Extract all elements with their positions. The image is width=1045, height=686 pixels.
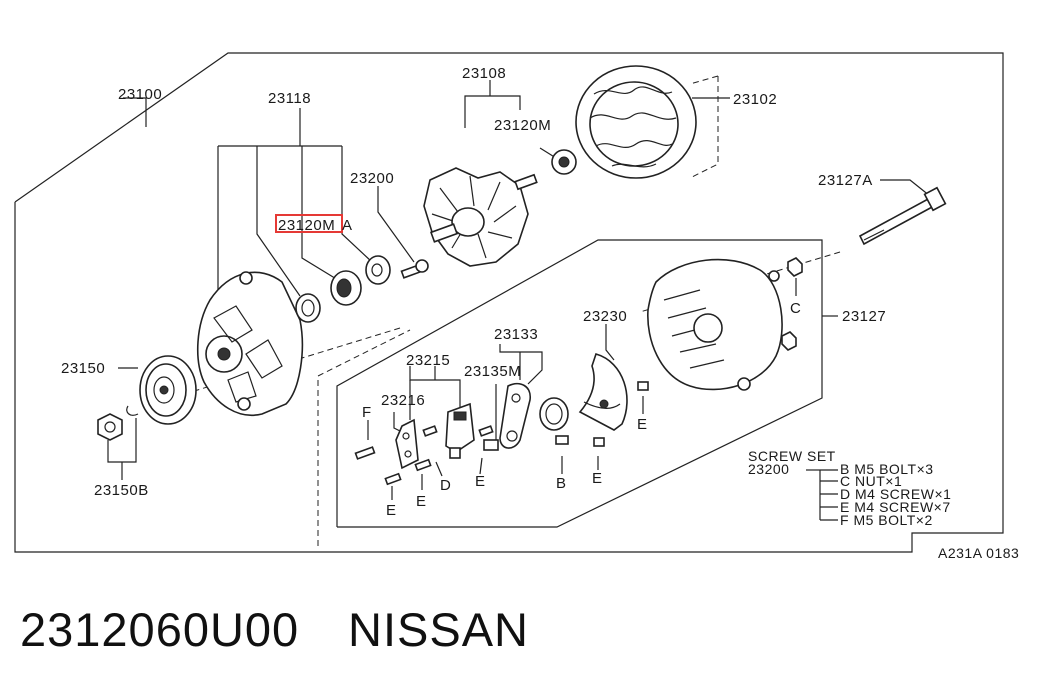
diagram-code: A231A 0183	[938, 545, 1019, 561]
label-23230: 23230	[583, 308, 627, 325]
label-f: F	[362, 404, 372, 421]
brush-holder	[395, 418, 419, 470]
leader-lines	[107, 80, 931, 521]
through-bolt	[858, 186, 947, 246]
label-e-2: E	[386, 502, 397, 519]
ic-regulator	[445, 402, 475, 459]
screw-set-code: 23200	[748, 461, 789, 477]
screw-set-item: C NUT×1	[840, 473, 902, 489]
label-e-4: E	[592, 470, 603, 487]
label-23120m-highlighted: 23120M	[278, 217, 335, 234]
brand-name: NISSAN	[348, 603, 529, 656]
regulator-group-frame	[336, 239, 823, 528]
screw-set-title: SCREW SET	[748, 448, 836, 464]
label-23216: 23216	[381, 392, 425, 409]
rear-bearing	[551, 149, 577, 175]
front-bearing	[330, 270, 362, 306]
screw-set-item: E M4 SCREW×7	[840, 499, 951, 515]
label-23150b: 23150B	[94, 482, 149, 499]
rotor	[423, 167, 538, 267]
label-e-5: E	[637, 416, 648, 433]
rectifier	[578, 353, 628, 431]
label-b: B	[556, 475, 567, 492]
label-23118: 23118	[268, 90, 311, 107]
label-23108: 23108	[462, 65, 506, 82]
front-bracket-housing	[196, 271, 304, 417]
insulator-ring	[539, 397, 569, 431]
screw-set-item: B M5 BOLT×3	[840, 461, 934, 477]
screw-set-item: F M5 BOLT×2	[840, 512, 933, 528]
label-23135m: 23135M	[464, 363, 521, 380]
label-23120m: 23120M	[494, 117, 551, 134]
label-23100: 23100	[118, 86, 162, 103]
label-23150: 23150	[61, 360, 105, 377]
rear-bracket	[647, 258, 783, 391]
callout-labels: 23100 23118 23108 23102 23120M 23200 231…	[61, 65, 886, 519]
screw-set-table: SCREW SET 23200 B M5 BOLT×3 C NUT×1 D M4…	[748, 448, 951, 528]
label-23200: 23200	[350, 170, 394, 187]
label-23120ma-suffix: A	[342, 217, 353, 234]
outer-frame	[14, 52, 1004, 553]
pulley-nut	[97, 413, 123, 441]
bearing-retainer	[295, 293, 321, 323]
terminal-plate	[499, 382, 531, 449]
label-c: C	[790, 300, 801, 317]
pulley	[126, 355, 197, 425]
label-23127: 23127	[842, 308, 886, 325]
retainer-screw	[400, 259, 429, 279]
regulator-screws	[354, 381, 649, 486]
label-23102: 23102	[733, 91, 777, 108]
label-23215: 23215	[406, 352, 450, 369]
highlight-box	[275, 214, 343, 233]
label-23133: 23133	[494, 326, 538, 343]
screw-set-item: D M4 SCREW×1	[840, 486, 951, 502]
label-e-3: E	[475, 473, 486, 490]
rear-nuts	[781, 257, 803, 351]
label-d: D	[440, 477, 451, 494]
bearing-washer	[365, 255, 391, 285]
label-e-1: E	[416, 493, 427, 510]
part-number: 2312060U00	[20, 603, 299, 656]
label-23127a: 23127A	[818, 172, 873, 189]
stator	[575, 65, 697, 179]
